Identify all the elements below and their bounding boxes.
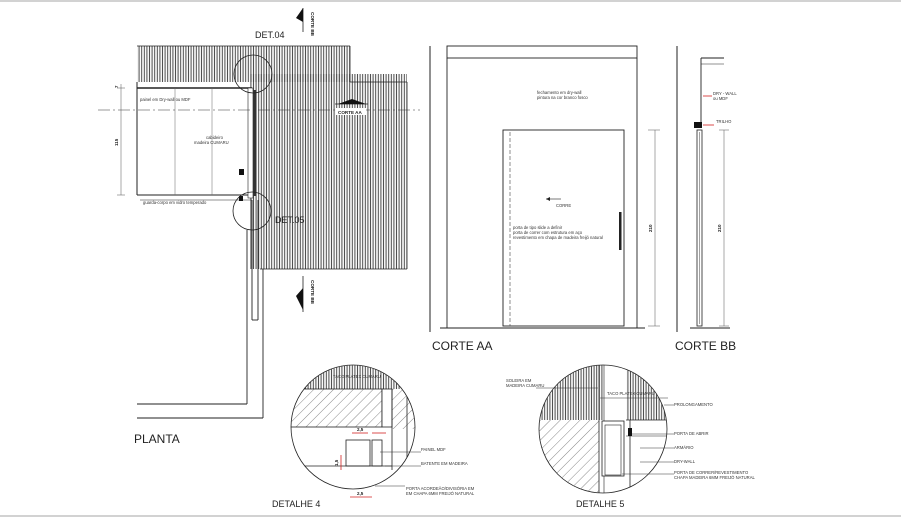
aa-door-handle: [619, 212, 622, 250]
d5-note-porta-correr-line1: PORTA DE CORRER/REVESTIMENTO: [674, 470, 749, 475]
d4-note-top: TACO PLATEX CUMARU: [333, 374, 381, 379]
detalhe5-view: SOLEIRA EM MADEIRA CUMARU TACO PLATEX CU…: [506, 364, 755, 509]
planta-title: PLANTA: [134, 432, 180, 446]
d5-note-soleira-line2: MADEIRA CUMARU: [506, 383, 544, 388]
corte-bb-title: CORTE BB: [675, 339, 736, 353]
cut-mark-bb-top-text: CORTE BB: [310, 12, 315, 37]
plan-note-guarda: guarda-corpo em vidro temperado: [143, 200, 207, 205]
plan-note-painel: painel em Dry-wall ou MDF: [140, 97, 191, 102]
cut-mark-aa-text: CORTE AA: [338, 110, 363, 115]
plan-note-cabideiro-line1: cabideiro: [206, 135, 224, 140]
aa-note-fechamento: fechamento em dry-wall pintura na cor br…: [537, 90, 588, 100]
detalhe4-view: 2,5 1,5 2,5 TACO PLATEX CUMARU PAINEL MD…: [272, 364, 475, 509]
d4-note-porta-line2: EM CHAPA 6MM FREIJÓ NATURAL: [406, 491, 475, 496]
aa-note-fechamento-line2: pintura na cor branco fosco: [537, 95, 588, 100]
aa-note-porta-line1: porta de tipo slide a definir: [513, 225, 563, 230]
planta-view: 7 115 DET.04 DET.05 painel em Dry-wall o…: [98, 8, 420, 446]
d5-note-armario: ARMÁRIO: [674, 445, 694, 450]
aa-dim-210: 210: [648, 224, 653, 232]
plan-note-cabideiro-line2: madeira CUMARU: [194, 140, 229, 145]
cut-mark-bb-bottom: CORTE BB: [296, 276, 315, 312]
d5-note-porta-correr: PORTA DE CORRER/REVESTIMENTO CHAPA MADEI…: [674, 470, 755, 480]
bb-note-dry-wall-line2: ou MDF: [713, 96, 728, 101]
d4-dim-b: 1,5: [334, 459, 339, 466]
d5-note-dry-wall: DRY-WALL: [674, 459, 696, 464]
aa-sliding-door: [502, 129, 625, 327]
det04-marker-circle: [233, 54, 273, 94]
aa-note-porta: porta de tipo slide a definir porta de c…: [513, 225, 603, 240]
plan-note-cabideiro: cabideiro madeira CUMARU: [194, 135, 229, 145]
cut-mark-aa: CORTE AA: [335, 99, 368, 115]
d5-note-prolongamento: PROLONGAMENTO: [674, 402, 714, 407]
bb-dim-210: 210: [717, 224, 722, 232]
d5-note-top: TACO PLATEX CUMARU: [607, 391, 655, 396]
aa-note-fechamento-line1: fechamento em dry-wall: [537, 90, 582, 95]
deck-right-block: [250, 74, 407, 269]
d4-note-painel: PAINEL MDF: [421, 447, 446, 452]
bb-note-dry-wall: DRY - WALL ou MDF: [713, 91, 738, 101]
corte-aa-title: CORTE AA: [432, 339, 492, 353]
corte-aa-view: 210 fechamento em dry-wall pintura na co…: [429, 45, 660, 353]
d5-note-porta-correr-line2: CHAPA MADEIRA 6MM FREIJÓ NATURAL: [674, 475, 755, 480]
d4-dim-c: 2,5: [357, 491, 364, 496]
corte-bb-view: DRY - WALL ou MDF TRILHO 210 CORTE BB: [675, 46, 738, 353]
det05-label: DET.05: [275, 215, 305, 225]
d5-note-porta-abrir: PORTA DE ABRIR: [674, 431, 709, 436]
detalhe4-title: DETALHE 4: [272, 499, 320, 509]
d4-note-batente: BATENTE EM MADEIRA: [421, 461, 468, 466]
plan-dim-115: 115: [114, 138, 119, 146]
d4-dim-a: 2,5: [357, 427, 364, 432]
d5-note-soleira-line1: SOLEIRA EM: [506, 378, 532, 383]
det04-label: DET.04: [255, 30, 285, 40]
cut-mark-bb-top: CORTE BB: [296, 8, 315, 37]
det05-marker-circle: [232, 191, 272, 231]
aa-note-porta-line3: revestimento em chapa de madeira freijó …: [513, 235, 603, 240]
bb-note-dry-wall-line1: DRY - WALL: [713, 91, 737, 96]
plan-dim-7: 7: [114, 85, 119, 88]
aa-note-porta-line2: porta de correr com estrutura em aço: [513, 230, 583, 235]
d5-note-soleira: SOLEIRA EM MADEIRA CUMARU: [506, 378, 544, 388]
d4-note-porta-line1: PORTA ACORDEÃO/DIVISÓRIA EM: [406, 486, 475, 491]
aa-note-corre: CORRE: [556, 203, 571, 208]
detalhe5-title: DETALHE 5: [576, 499, 624, 509]
d4-note-porta: PORTA ACORDEÃO/DIVISÓRIA EM EM CHAPA 6MM…: [406, 486, 475, 496]
cut-mark-bb-bottom-text: CORTE BB: [310, 280, 315, 305]
bb-note-trilho: TRILHO: [716, 119, 732, 124]
